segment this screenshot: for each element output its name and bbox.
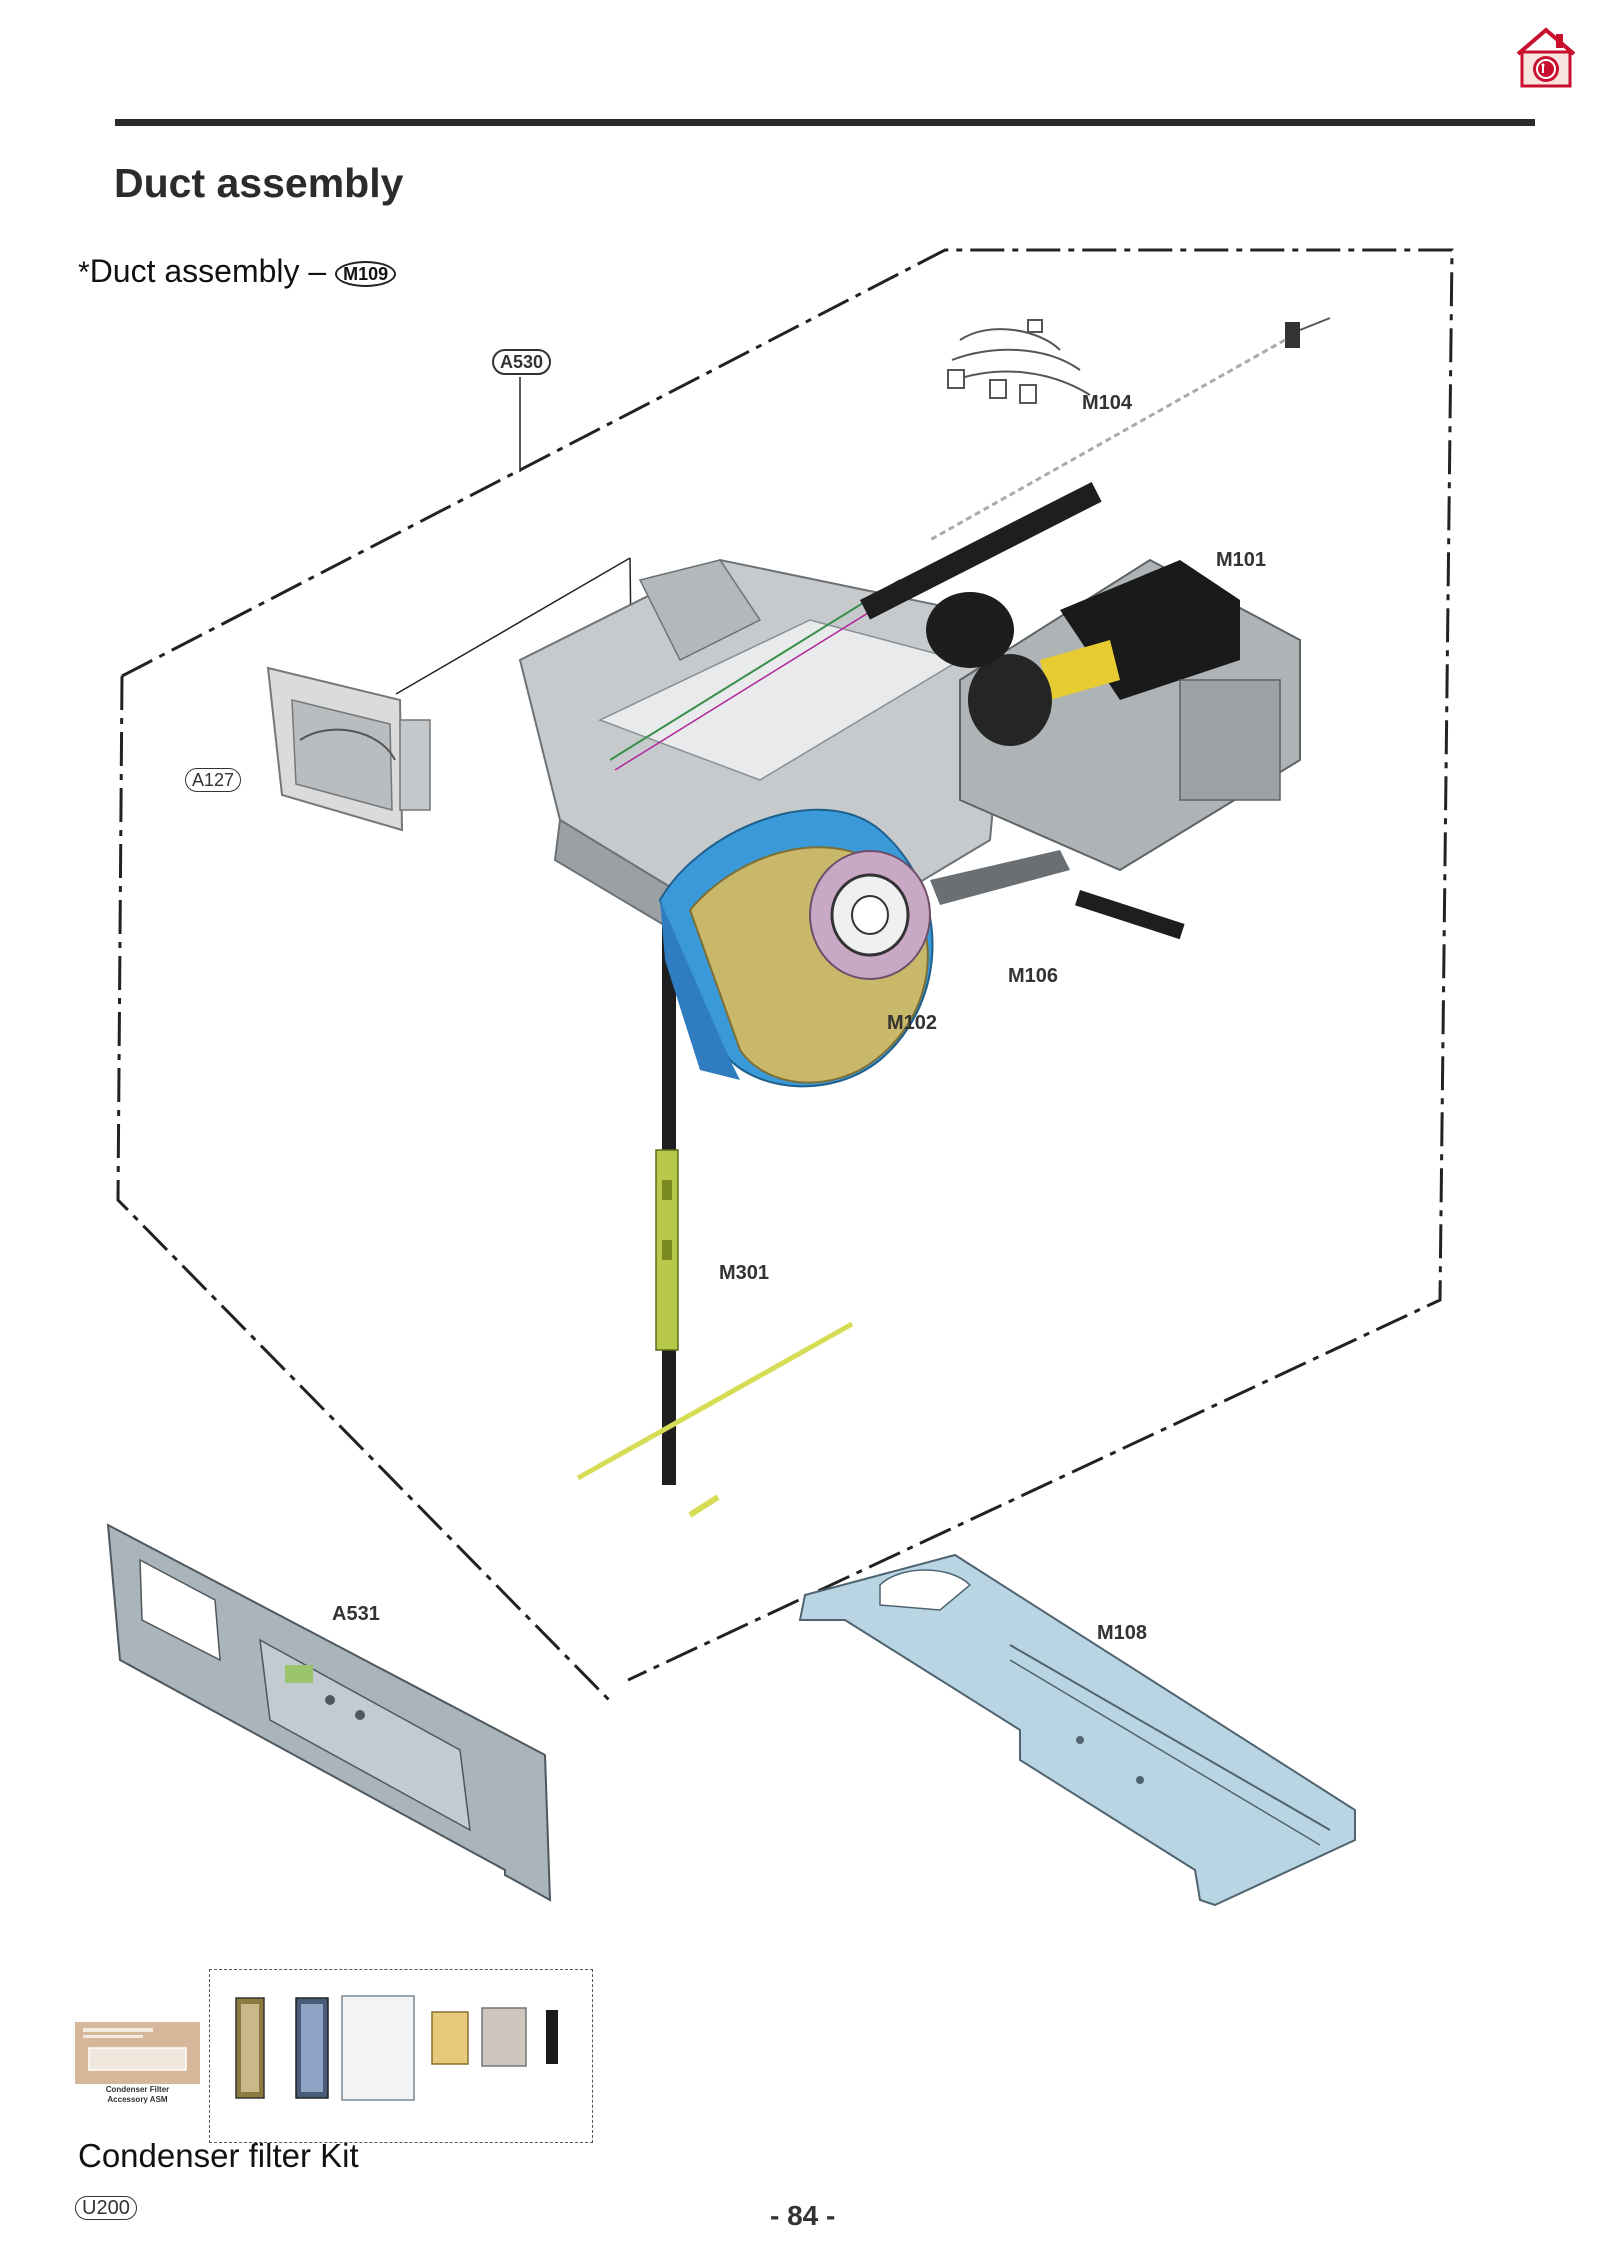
- filter-mesh-blue: [301, 2004, 323, 2092]
- assembly-subtitle: *Duct assembly – M109: [78, 253, 397, 290]
- callout-u200: U200: [75, 2196, 137, 2220]
- accessory-label-line2: Accessory ASM: [107, 2095, 168, 2104]
- yellow-rod-long: [576, 1321, 854, 1481]
- label-pack: [431, 2011, 469, 2065]
- accessory-card: [75, 2022, 200, 2132]
- yellow-rod-short: [688, 1494, 720, 1518]
- motor-assembly-m101: [859, 481, 1301, 940]
- callout-m104: M104: [1082, 392, 1133, 414]
- subtitle-text: Duct assembly –: [89, 253, 336, 289]
- callout-a530: A530: [492, 349, 552, 375]
- callout-m101: M101: [1216, 549, 1267, 571]
- bracket-m301: [655, 1149, 679, 1351]
- callout-m108: M108: [1097, 1622, 1148, 1644]
- star-marker: *: [78, 256, 90, 289]
- callout-m102: M102: [887, 1012, 938, 1034]
- kit-contents-box: [209, 1969, 593, 2143]
- panel-a531: [106, 1523, 552, 1902]
- callout-m106: M106: [1008, 965, 1059, 987]
- header-rule: [115, 119, 1535, 126]
- rod-m104-extension: [929, 317, 1331, 542]
- assembly-boundary: [116, 248, 1454, 1705]
- wire-harness-m104: [947, 319, 1091, 404]
- foil-pouch: [481, 2007, 527, 2067]
- page-title: Duct assembly: [114, 160, 404, 206]
- callout-a531: A531: [332, 1603, 380, 1625]
- bezel-a127: [266, 666, 431, 832]
- accessory-label: Condenser Filter Accessory ASM: [75, 2085, 200, 2105]
- subtitle-badge: M109: [335, 260, 397, 287]
- panel-m108: [798, 1553, 1356, 1907]
- accessory-label-line1: Condenser Filter: [105, 2085, 170, 2094]
- kit-title: Condenser filter Kit: [78, 2137, 359, 2174]
- lg-home-logo-icon: [1512, 24, 1580, 90]
- callout-m301: M301: [719, 1262, 770, 1284]
- instruction-sheet: [341, 1995, 415, 2101]
- filter-mesh-brown: [241, 2004, 259, 2092]
- filter-tool: [546, 2010, 558, 2064]
- page-number: - 84 -: [770, 2200, 836, 2231]
- callout-a127: A127: [185, 768, 242, 792]
- fan-scroll-m102: [658, 808, 1070, 1088]
